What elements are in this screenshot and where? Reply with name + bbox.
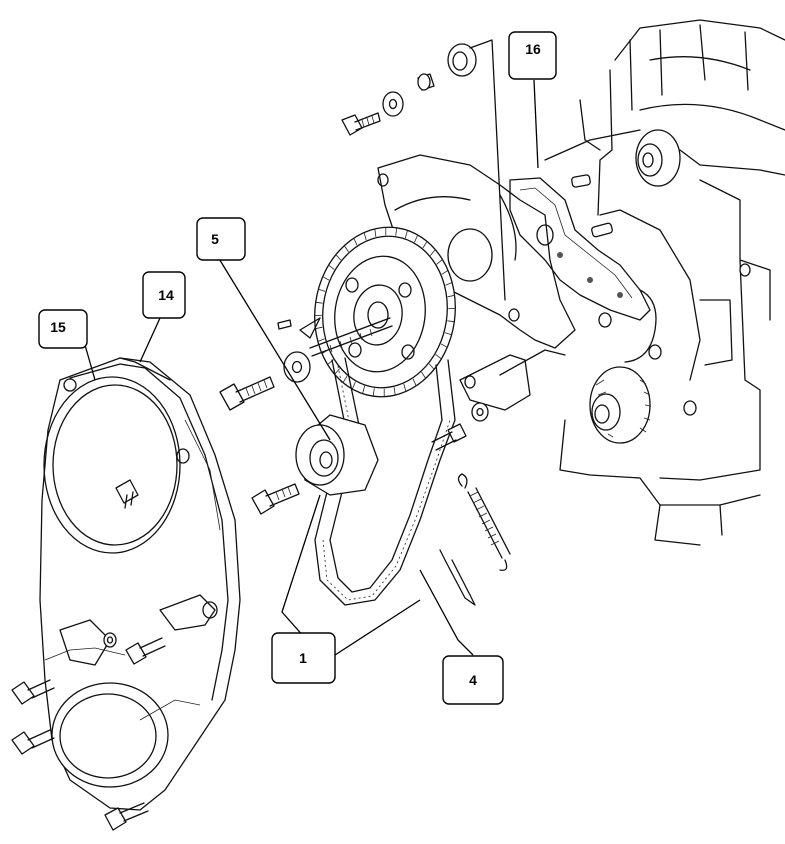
sprocket-tooth <box>412 378 417 386</box>
sprocket-tooth <box>395 227 398 236</box>
sprocket-tooth <box>440 343 448 348</box>
callout-5: 5 <box>196 217 246 261</box>
sprocket-tooth <box>393 387 396 396</box>
cover-bolts <box>219 376 300 515</box>
callout-label-14: 14 <box>158 287 174 303</box>
sprocket-tooth <box>372 388 375 397</box>
sprocket-tooth <box>429 249 436 256</box>
callout-15: 15 <box>38 309 88 349</box>
sprocket-tooth <box>363 232 367 241</box>
front-timing-cover <box>39 357 241 811</box>
sprocket-tooth <box>445 282 453 286</box>
sprocket-tooth <box>322 276 330 281</box>
sprocket-tooth <box>421 371 427 379</box>
sprocket-tooth <box>422 241 428 249</box>
sprocket-tooth <box>374 228 377 237</box>
callout-1: 1 <box>271 632 336 684</box>
callout-4: 4 <box>442 655 504 705</box>
sprocket-tooth <box>447 320 455 323</box>
sprocket-tooth <box>447 294 455 298</box>
sprocket-tooth <box>343 245 349 253</box>
sprocket-tooth <box>436 259 443 265</box>
sprocket-tooth <box>318 288 326 292</box>
callout-14: 14 <box>142 271 186 319</box>
sprocket-tooth <box>342 375 348 383</box>
sprocket-tooth <box>444 332 452 336</box>
cam-sprocket <box>277 226 456 398</box>
sprocket-tooth <box>428 363 435 370</box>
sprocket-tooth <box>317 338 325 342</box>
sprocket-tooth <box>403 383 407 392</box>
sprocket-tooth <box>362 385 366 394</box>
top-small-parts <box>341 39 506 301</box>
sprocket-tooth <box>353 238 358 246</box>
bottom-bolts <box>11 632 166 831</box>
sprocket-tooth <box>315 326 323 330</box>
sprocket-tooth <box>334 368 341 375</box>
callout-label-16: 16 <box>525 41 541 57</box>
sprocket-tooth <box>435 354 442 360</box>
callout-label-1: 1 <box>299 650 307 666</box>
sprocket-tooth <box>335 254 342 261</box>
cam-sprocket-gasket <box>509 177 651 321</box>
callout-label-15: 15 <box>50 319 66 335</box>
sprocket-tooth <box>351 381 356 390</box>
callout-label-5: 5 <box>211 231 219 247</box>
callout-16: 16 <box>508 31 557 80</box>
engine-block <box>544 19 785 546</box>
sprocket-tooth <box>441 270 449 275</box>
sprocket-tooth <box>328 264 335 270</box>
tensioner-spring <box>439 473 511 606</box>
sprocket-tooth <box>414 234 419 243</box>
leader-lines <box>84 79 539 656</box>
tensioner-pulley <box>295 349 566 496</box>
sprocket-tooth <box>315 301 323 304</box>
sprocket-tooth <box>404 230 408 239</box>
callout-label-4: 4 <box>469 672 477 688</box>
